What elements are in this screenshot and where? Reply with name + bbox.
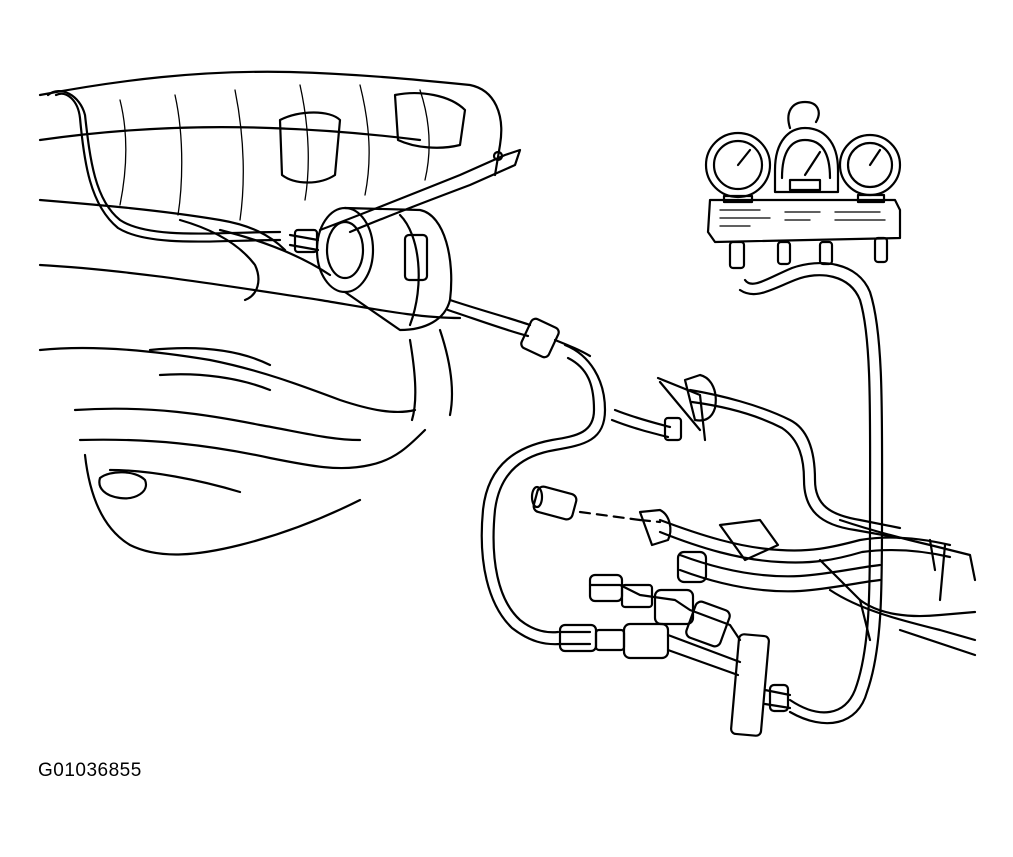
fuel-tank [38,70,503,556]
filter-outlet-line [446,298,532,338]
frame-rail [818,518,977,657]
test-adapter-assembly [558,573,792,737]
dashed-alignment [578,510,662,524]
figure-id-label: G01036855 [38,760,142,781]
upper-fitting [610,376,707,442]
vehicle-fuel-lines [638,373,952,593]
mounting-bracket [318,148,522,234]
pressure-gauge-set [704,100,902,270]
gauge-return-hose [738,262,884,725]
fuel-filter [288,206,453,332]
quick-connector-left [520,317,592,359]
test-hose-loop [480,343,607,646]
tank-fuel-line [46,89,282,243]
middle-left-fitting [530,485,578,521]
